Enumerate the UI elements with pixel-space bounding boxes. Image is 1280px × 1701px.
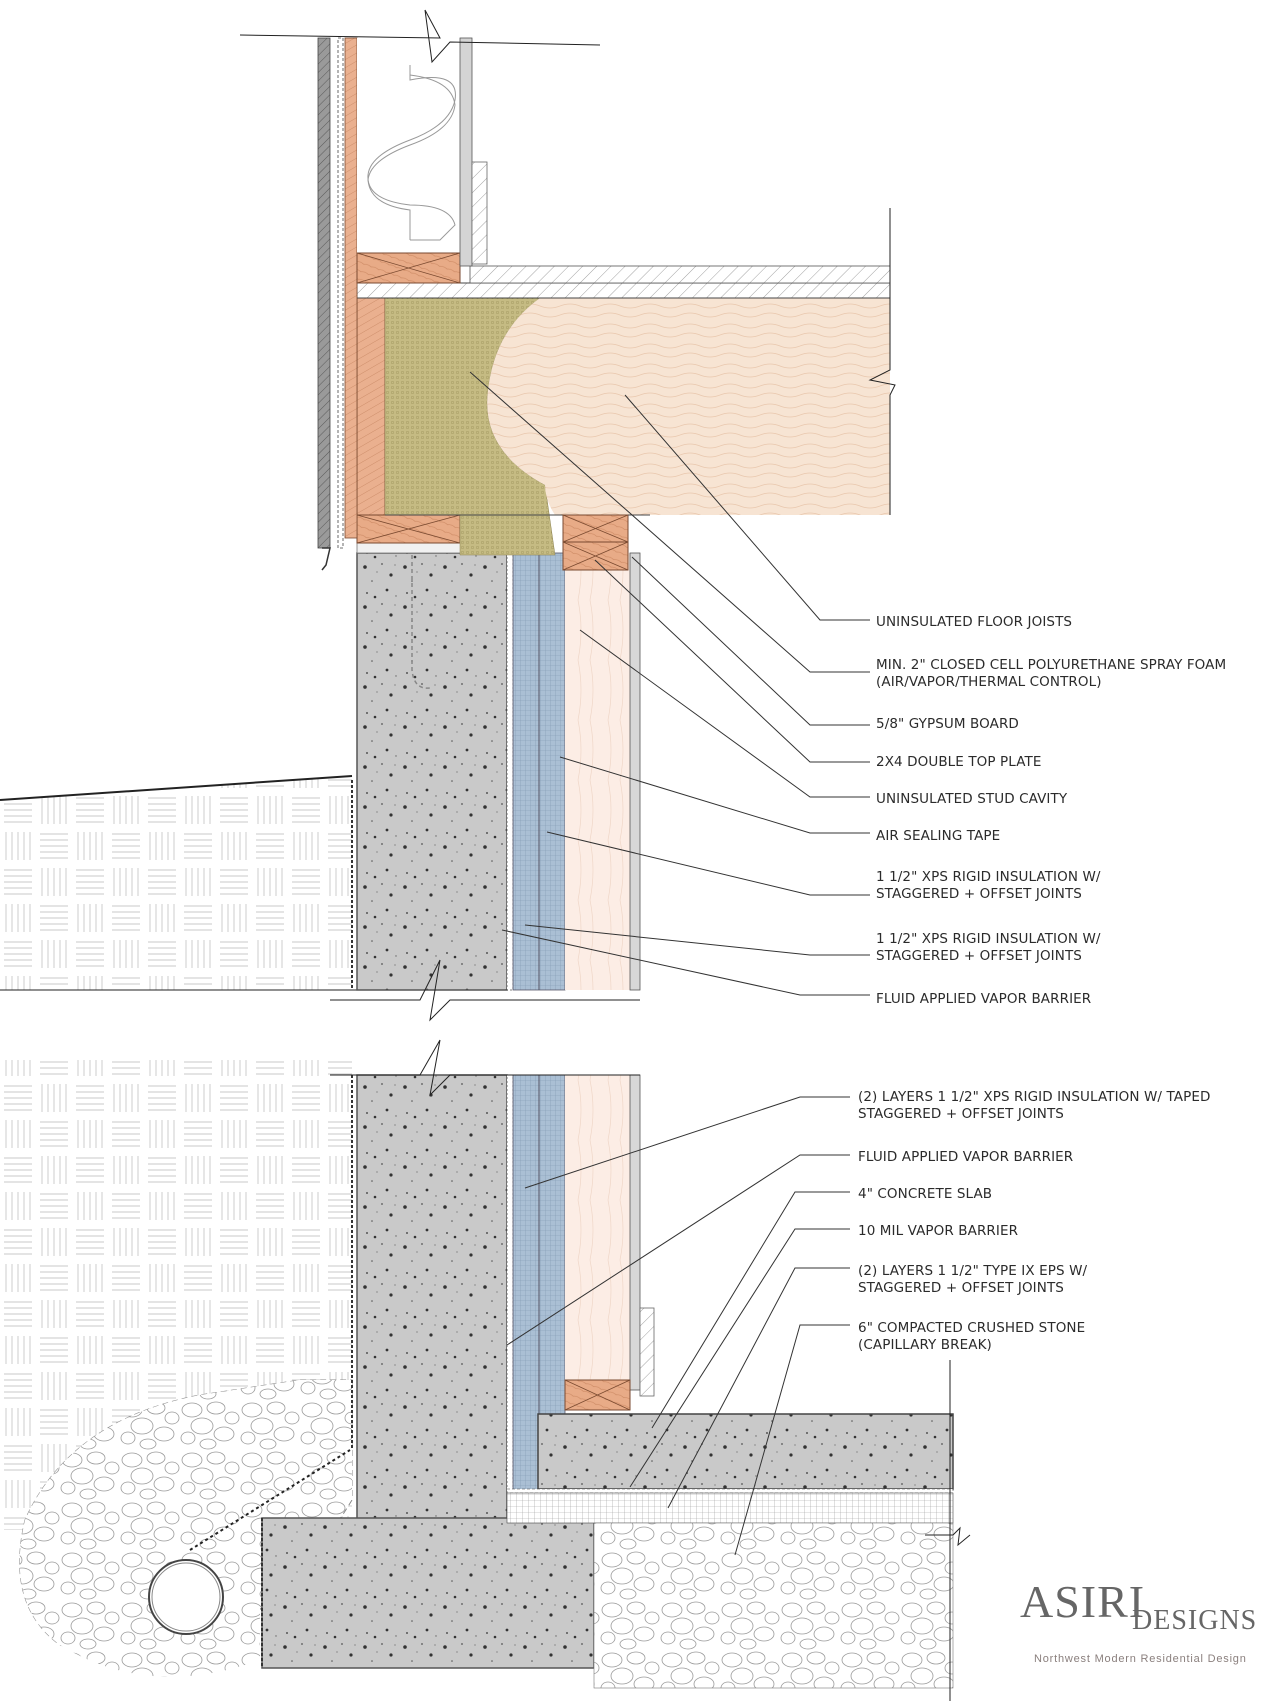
foundation-wall-upper [330,494,641,1022]
footing [261,1517,595,1669]
leader-lines [469,371,870,1556]
label-spray-foam: MIN. 2" CLOSED CELL POLYURETHANE SPRAY F… [876,657,1227,690]
label-top-plate: 2X4 DOUBLE TOP PLATE [876,754,1042,770]
label-fluid-vapor-barrier-1: FLUID APPLIED VAPOR BARRIER [876,991,1092,1007]
label-floor-joists: UNINSULATED FLOOR JOISTS [876,614,1073,630]
label-eps-layers: (2) LAYERS 1 1/2" TYPE IX EPS W/ STAGGER… [858,1263,1088,1296]
logo-sub-text: DESIGNS [1132,1605,1258,1636]
exterior-wall-above [239,9,601,571]
slab-assembly [506,1360,971,1701]
label-10mil-vapor-barrier: 10 MIL VAPOR BARRIER [858,1223,1019,1239]
label-xps-2: 1 1/2" XPS RIGID INSULATION W/ STAGGERED… [876,931,1101,964]
label-xps-layers: (2) LAYERS 1 1/2" XPS RIGID INSULATION W… [858,1089,1211,1122]
label-gypsum-board: 5/8" GYPSUM BOARD [876,716,1019,732]
company-logo: ASIRI DESIGNS Northwest Modern Residenti… [1020,1575,1260,1675]
drain-pipe [148,1559,224,1635]
label-stud-cavity: UNINSULATED STUD CAVITY [876,791,1068,807]
logo-main-text: ASIRI [1020,1576,1146,1627]
label-xps-1: 1 1/2" XPS RIGID INSULATION W/ STAGGERED… [876,869,1101,902]
label-fluid-vapor-barrier-2: FLUID APPLIED VAPOR BARRIER [858,1149,1074,1165]
label-air-sealing-tape: AIR SEALING TAPE [876,828,1001,844]
label-crushed-stone: 6" COMPACTED CRUSHED STONE (CAPILLARY BR… [858,1320,1086,1353]
logo-tagline: Northwest Modern Residential Design [1034,1653,1247,1665]
floor-framing [356,208,896,571]
label-concrete-slab: 4" CONCRETE SLAB [858,1186,993,1202]
